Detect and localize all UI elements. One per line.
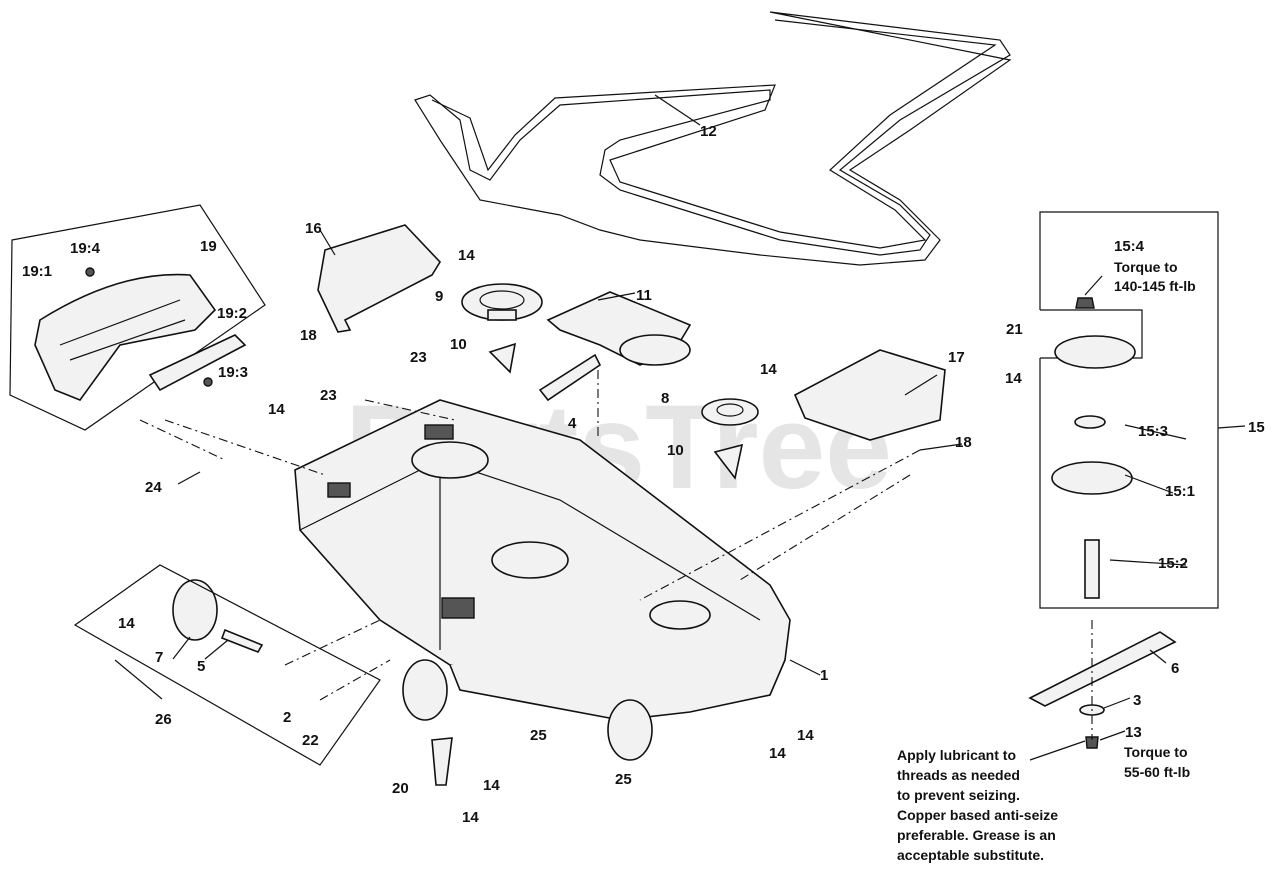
spindle-housing-15-1 <box>1051 461 1133 495</box>
idler-pulley <box>619 334 691 366</box>
spacer-10-top <box>488 342 517 374</box>
callout-15-4: 15:4 <box>1114 238 1145 255</box>
callout-14-g: 14 <box>769 745 786 762</box>
lubricant-note: Apply lubricant to threads as needed to … <box>897 747 1058 863</box>
caster-wheel-7 <box>172 579 218 641</box>
callout-15-1: 15:1 <box>1165 483 1195 500</box>
spring-4 <box>538 353 602 402</box>
guard-16 <box>317 224 442 333</box>
callout-6: 6 <box>1171 660 1179 677</box>
callout-9: 9 <box>435 288 443 305</box>
decal-2 <box>441 597 475 619</box>
callout-14-b: 14 <box>760 361 777 378</box>
callout-18-b: 18 <box>955 434 972 451</box>
callout-22: 22 <box>302 732 319 749</box>
svg-text:to prevent seizing.: to prevent seizing. <box>897 787 1020 803</box>
torque-note-15-4: Torque to 140-145 ft-lb <box>1114 259 1196 294</box>
spindle-box-15 <box>1039 211 1219 609</box>
cover-assembly-19-box <box>9 204 266 431</box>
svg-text:threads as needed: threads as needed <box>897 767 1020 783</box>
svg-text:Torque to: Torque to <box>1124 744 1188 760</box>
decal-3 <box>327 482 351 498</box>
deck-hole-right <box>649 600 711 630</box>
blade-6 <box>1028 631 1177 707</box>
svg-text:Torque to: Torque to <box>1114 259 1178 275</box>
callout-19-3: 19:3 <box>218 364 248 381</box>
deck-spindle-center <box>491 541 569 579</box>
svg-text:Apply lubricant to: Apply lubricant to <box>897 747 1016 763</box>
caster-box-26 <box>73 564 381 766</box>
callout-14-d: 14 <box>268 401 285 418</box>
decal-1 <box>424 424 454 440</box>
callout-21: 21 <box>1006 321 1023 338</box>
callout-15: 15 <box>1248 419 1265 436</box>
bracket-20 <box>431 737 453 786</box>
anti-scalp-wheel-right <box>607 699 653 761</box>
callout-14-f: 14 <box>797 727 814 744</box>
callout-15-3: 15:3 <box>1138 423 1168 440</box>
callout-13: 13 <box>1125 724 1142 741</box>
callout-10-right: 10 <box>667 442 684 459</box>
callout-8: 8 <box>661 390 669 407</box>
torque-note-13: Torque to 55-60 ft-lb <box>1124 744 1190 780</box>
pulley-21 <box>1054 335 1136 369</box>
callout-14-i: 14 <box>462 809 479 826</box>
callout-19-4: 19:4 <box>70 240 101 257</box>
leader-lines <box>114 94 1246 761</box>
callout-17: 17 <box>948 349 965 366</box>
callout-3: 3 <box>1133 692 1141 709</box>
callout-20: 20 <box>392 780 409 797</box>
callout-14-e: 14 <box>118 615 135 632</box>
anti-scalp-wheel-left <box>402 659 448 721</box>
guard-17 <box>793 349 946 441</box>
deck-spindle-left <box>411 441 489 479</box>
callout-4: 4 <box>568 415 577 432</box>
pulley-8 <box>701 398 759 426</box>
spindle-shaft-15-2 <box>1084 539 1100 599</box>
callout-14-c: 14 <box>1005 370 1022 387</box>
nut-15-4 <box>1075 297 1095 309</box>
callout-24: 24 <box>145 479 162 496</box>
callout-12: 12 <box>700 123 717 140</box>
callout-25-b: 25 <box>615 771 632 788</box>
callout-14-a: 14 <box>458 247 475 264</box>
belt <box>414 11 1012 266</box>
nut-19-4 <box>85 267 95 277</box>
callout-19-1: 19:1 <box>22 263 52 280</box>
callout-1: 1 <box>820 667 828 684</box>
callout-19-2: 19:2 <box>217 305 247 322</box>
callout-10-top: 10 <box>450 336 467 353</box>
connector-lines <box>139 370 1093 740</box>
callout-19: 19 <box>200 238 217 255</box>
svg-text:acceptable substitute.: acceptable substitute. <box>897 847 1044 863</box>
pulley-9 <box>461 283 543 321</box>
callout-5: 5 <box>197 658 205 675</box>
spacer-10-right <box>713 443 744 480</box>
roller-5 <box>220 628 264 653</box>
callout-15-2: 15:2 <box>1158 555 1188 572</box>
bolt-13 <box>1085 736 1099 749</box>
bolt-19-3 <box>203 377 213 387</box>
callout-11: 11 <box>636 287 652 304</box>
callout-14-h: 14 <box>483 777 500 794</box>
callout-23-b: 23 <box>320 387 337 404</box>
svg-text:140-145 ft-lb: 140-145 ft-lb <box>1114 278 1196 294</box>
svg-text:55-60 ft-lb: 55-60 ft-lb <box>1124 764 1190 780</box>
bracket-19-2 <box>148 334 247 392</box>
callout-23-a: 23 <box>410 349 427 366</box>
spacer-15-3 <box>1074 415 1106 429</box>
callout-26: 26 <box>155 711 172 728</box>
callout-7: 7 <box>155 649 163 666</box>
callout-25-a: 25 <box>530 727 547 744</box>
callout-16: 16 <box>305 220 322 237</box>
callout-labels: 1 2 3 4 5 6 7 8 9 10 10 11 12 13 14 14 1… <box>22 123 1265 826</box>
svg-text:Copper based anti-seize: Copper based anti-seize <box>897 807 1058 823</box>
callout-2: 2 <box>283 709 291 726</box>
callout-18-a: 18 <box>300 327 317 344</box>
mower-deck <box>294 399 791 721</box>
svg-text:preferable. Grease is an: preferable. Grease is an <box>897 827 1056 843</box>
belt-cover-19 <box>34 273 217 401</box>
